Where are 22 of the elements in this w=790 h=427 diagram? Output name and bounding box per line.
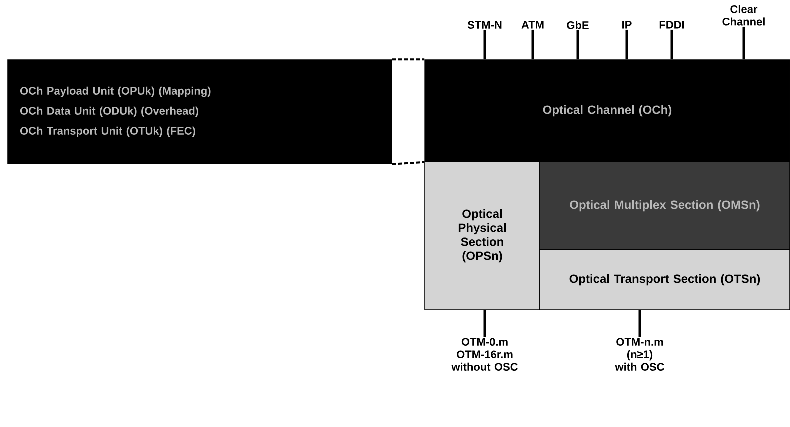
signal-label: GbE: [567, 21, 589, 30]
tick-line: [532, 30, 534, 60]
signal-label: ATM: [522, 21, 544, 29]
signal-label: Clear Channel: [722, 5, 765, 26]
tick-line: [670, 30, 674, 60]
signal-label: OTM-0.m OTM-16r.m without OSC: [452, 338, 518, 371]
layer-box: Optical Channel (OCh): [424, 60, 790, 162]
tick-line: [638, 310, 642, 337]
signal-label: OTM-n.m (n≥1) with OSC: [615, 338, 664, 371]
tick-line: [742, 26, 746, 60]
signal-label: STM-N: [468, 21, 502, 29]
tick-line: [484, 310, 486, 337]
layer-box: OCh Payload Unit (OPUk) (Mapping) OCh Data Unit (ODUk) (Overhead) OCh Transport Unit (OTUk) (FEC): [8, 60, 392, 164]
tick-line: [484, 30, 486, 60]
layer-box: Optical Multiplex Section (OMSn): [540, 162, 790, 250]
tick-line: [626, 30, 628, 60]
layer-box: Optical Physical Section (OPSn): [424, 162, 540, 310]
layer-box: Optical Transport Section (OTSn): [540, 250, 790, 310]
dashed-line: [391, 58, 426, 166]
signal-label: FDDI: [660, 21, 684, 29]
signal-label: IP: [622, 21, 632, 29]
tick-line: [576, 30, 580, 60]
